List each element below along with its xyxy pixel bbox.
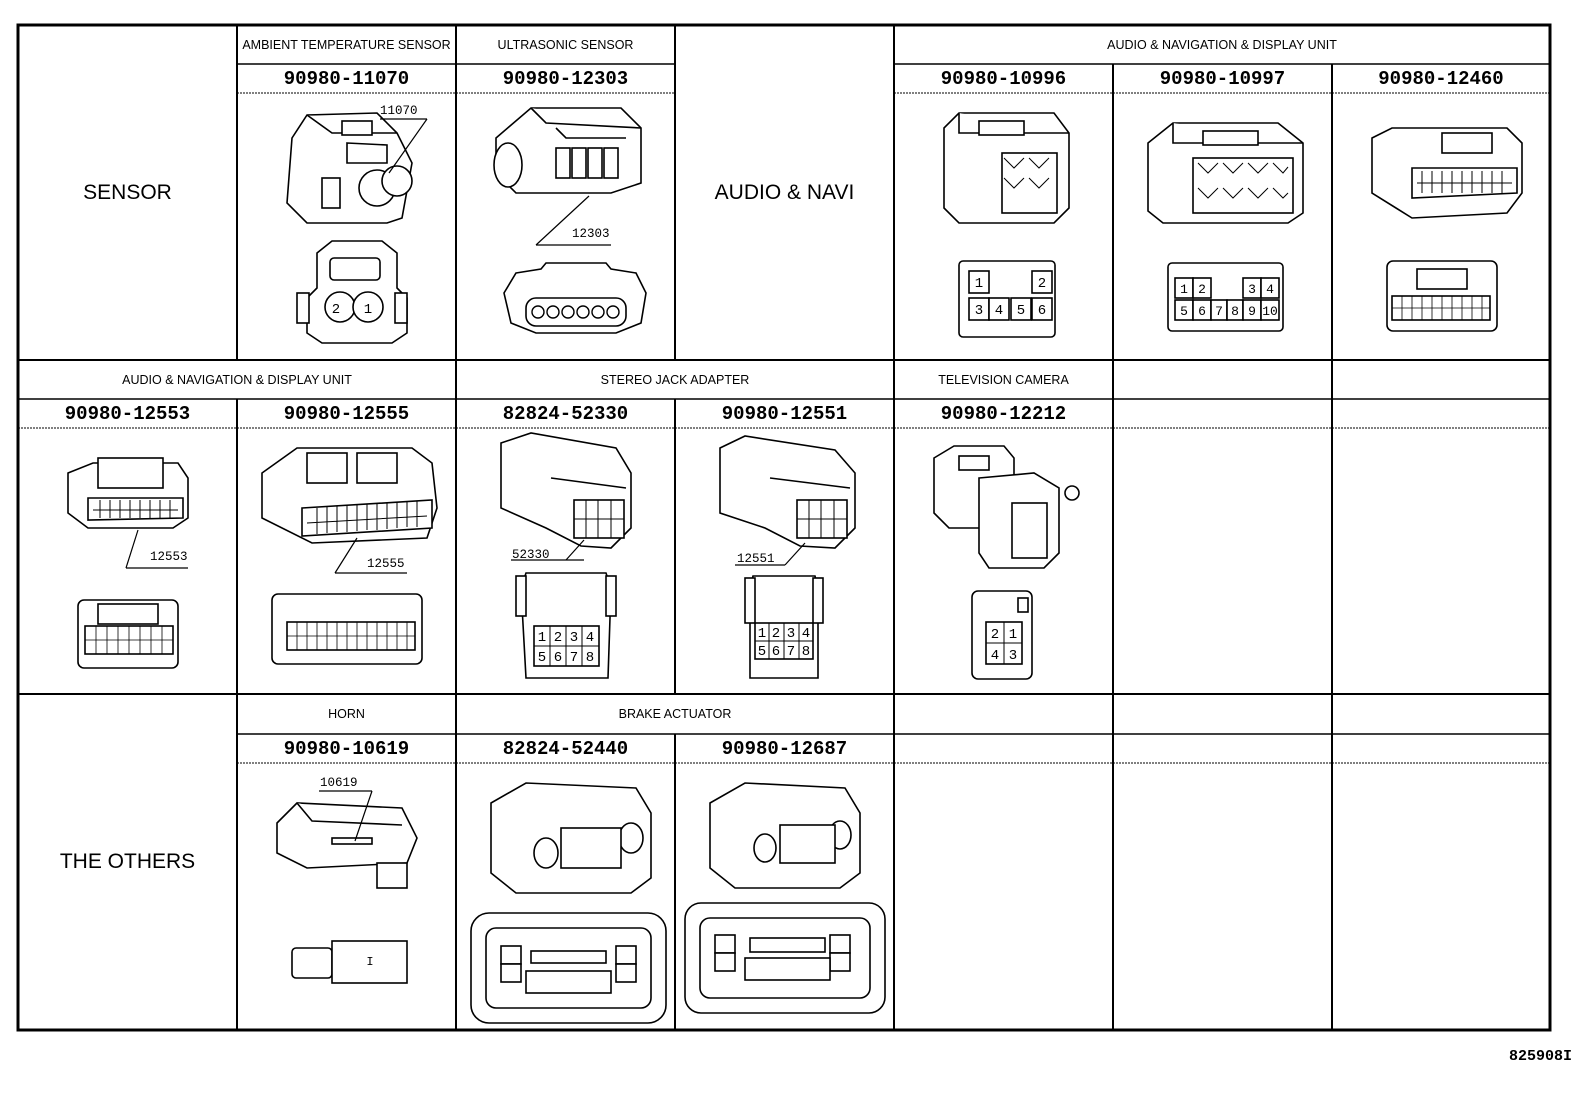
svg-text:9: 9 bbox=[1248, 304, 1256, 319]
part-number: 90980-12553 bbox=[64, 402, 191, 425]
svg-text:4: 4 bbox=[991, 648, 999, 664]
svg-text:1: 1 bbox=[1180, 282, 1188, 297]
header-horn: HORN bbox=[328, 707, 365, 721]
svg-text:6: 6 bbox=[1038, 303, 1046, 319]
svg-text:1: 1 bbox=[758, 626, 766, 642]
section-label-sensor: SENSOR bbox=[83, 180, 172, 204]
svg-text:7: 7 bbox=[787, 644, 795, 660]
header-audio-navigation-display-unit: AUDIO & NAVIGATION & DISPLAY UNIT bbox=[122, 372, 352, 387]
part-number: 90980-12212 bbox=[940, 402, 1067, 425]
callout-label: 12303 bbox=[572, 227, 610, 241]
svg-text:7: 7 bbox=[1215, 304, 1223, 319]
connector-illustration-12553 bbox=[67, 457, 189, 669]
svg-text:2: 2 bbox=[772, 626, 780, 642]
connector-illustration-11070: 2 1 bbox=[286, 112, 428, 344]
svg-text:4: 4 bbox=[995, 303, 1003, 319]
connector-illustration-10619: I bbox=[276, 790, 418, 984]
callout-label: 12553 bbox=[150, 550, 188, 564]
svg-text:5: 5 bbox=[1017, 303, 1025, 319]
header-ultrasonic-sensor: ULTRASONIC SENSOR bbox=[497, 37, 634, 52]
svg-text:3: 3 bbox=[787, 626, 795, 642]
svg-text:10: 10 bbox=[1262, 304, 1278, 319]
header-television-camera: TELEVISION CAMERA bbox=[938, 372, 1069, 387]
svg-text:2: 2 bbox=[1198, 282, 1206, 297]
part-number: 90980-11070 bbox=[283, 67, 410, 90]
callout-label: 11070 bbox=[380, 104, 418, 118]
callout-label: 12551 bbox=[737, 552, 775, 566]
part-number: 90980-10996 bbox=[940, 67, 1067, 90]
svg-text:3: 3 bbox=[1248, 282, 1256, 297]
svg-text:4: 4 bbox=[802, 626, 810, 642]
svg-text:8: 8 bbox=[1231, 304, 1239, 319]
svg-text:4: 4 bbox=[586, 630, 594, 646]
svg-text:6: 6 bbox=[772, 644, 780, 660]
svg-text:3: 3 bbox=[975, 303, 983, 319]
svg-text:3: 3 bbox=[1009, 648, 1017, 664]
part-number: 90980-10997 bbox=[1159, 67, 1286, 90]
connector-illustration-12555 bbox=[261, 447, 438, 665]
header-ambient-temperature-sensor: AMBIENT TEMPERATURE SENSOR bbox=[242, 37, 451, 52]
svg-text:2: 2 bbox=[332, 302, 340, 318]
part-number: 90980-12303 bbox=[502, 67, 629, 90]
connector-illustration-12303 bbox=[493, 107, 647, 334]
connector-illustration-12687 bbox=[684, 782, 886, 1014]
svg-text:8: 8 bbox=[586, 650, 594, 666]
header-stereo-jack-adapter: STEREO JACK ADAPTER bbox=[600, 372, 750, 387]
svg-text:1: 1 bbox=[1009, 627, 1017, 643]
header-audio-navigation-display-unit: AUDIO & NAVIGATION & DISPLAY UNIT bbox=[1107, 37, 1337, 52]
part-number: 90980-10619 bbox=[283, 737, 410, 760]
connector-illustration-12460 bbox=[1371, 127, 1523, 332]
svg-text:1: 1 bbox=[975, 276, 983, 292]
svg-text:2: 2 bbox=[1038, 276, 1046, 292]
section-label-the-others: THE OTHERS bbox=[59, 850, 196, 873]
connector-illustration-52440 bbox=[470, 782, 667, 1024]
svg-text:7: 7 bbox=[570, 650, 578, 666]
svg-text:5: 5 bbox=[758, 644, 766, 660]
svg-text:1: 1 bbox=[538, 630, 546, 646]
section-label-audio-navi: AUDIO & NAVI bbox=[714, 180, 855, 204]
svg-text:6: 6 bbox=[554, 650, 562, 666]
callout-label: 52330 bbox=[512, 548, 550, 562]
part-number: 82824-52440 bbox=[502, 737, 629, 760]
drawing-code: 825908I bbox=[1508, 1048, 1572, 1065]
svg-text:6: 6 bbox=[1198, 304, 1206, 319]
svg-text:5: 5 bbox=[1180, 304, 1188, 319]
svg-text:2: 2 bbox=[991, 627, 999, 643]
svg-text:8: 8 bbox=[802, 644, 810, 660]
svg-text:3: 3 bbox=[570, 630, 578, 646]
svg-text:4: 4 bbox=[1266, 282, 1274, 297]
part-number: 90980-12460 bbox=[1378, 67, 1504, 90]
callout-label: 12555 bbox=[367, 557, 405, 571]
svg-text:2: 2 bbox=[554, 630, 562, 646]
callout-label: 10619 bbox=[320, 776, 358, 790]
svg-text:I: I bbox=[366, 955, 373, 969]
part-number: 90980-12551 bbox=[721, 402, 848, 425]
svg-text:5: 5 bbox=[538, 650, 546, 666]
part-number: 90980-12687 bbox=[721, 737, 848, 760]
header-brake-actuator: BRAKE ACTUATOR bbox=[618, 707, 732, 721]
svg-text:1: 1 bbox=[364, 302, 372, 318]
part-number: 90980-12555 bbox=[283, 402, 410, 425]
part-number: 82824-52330 bbox=[502, 402, 629, 425]
